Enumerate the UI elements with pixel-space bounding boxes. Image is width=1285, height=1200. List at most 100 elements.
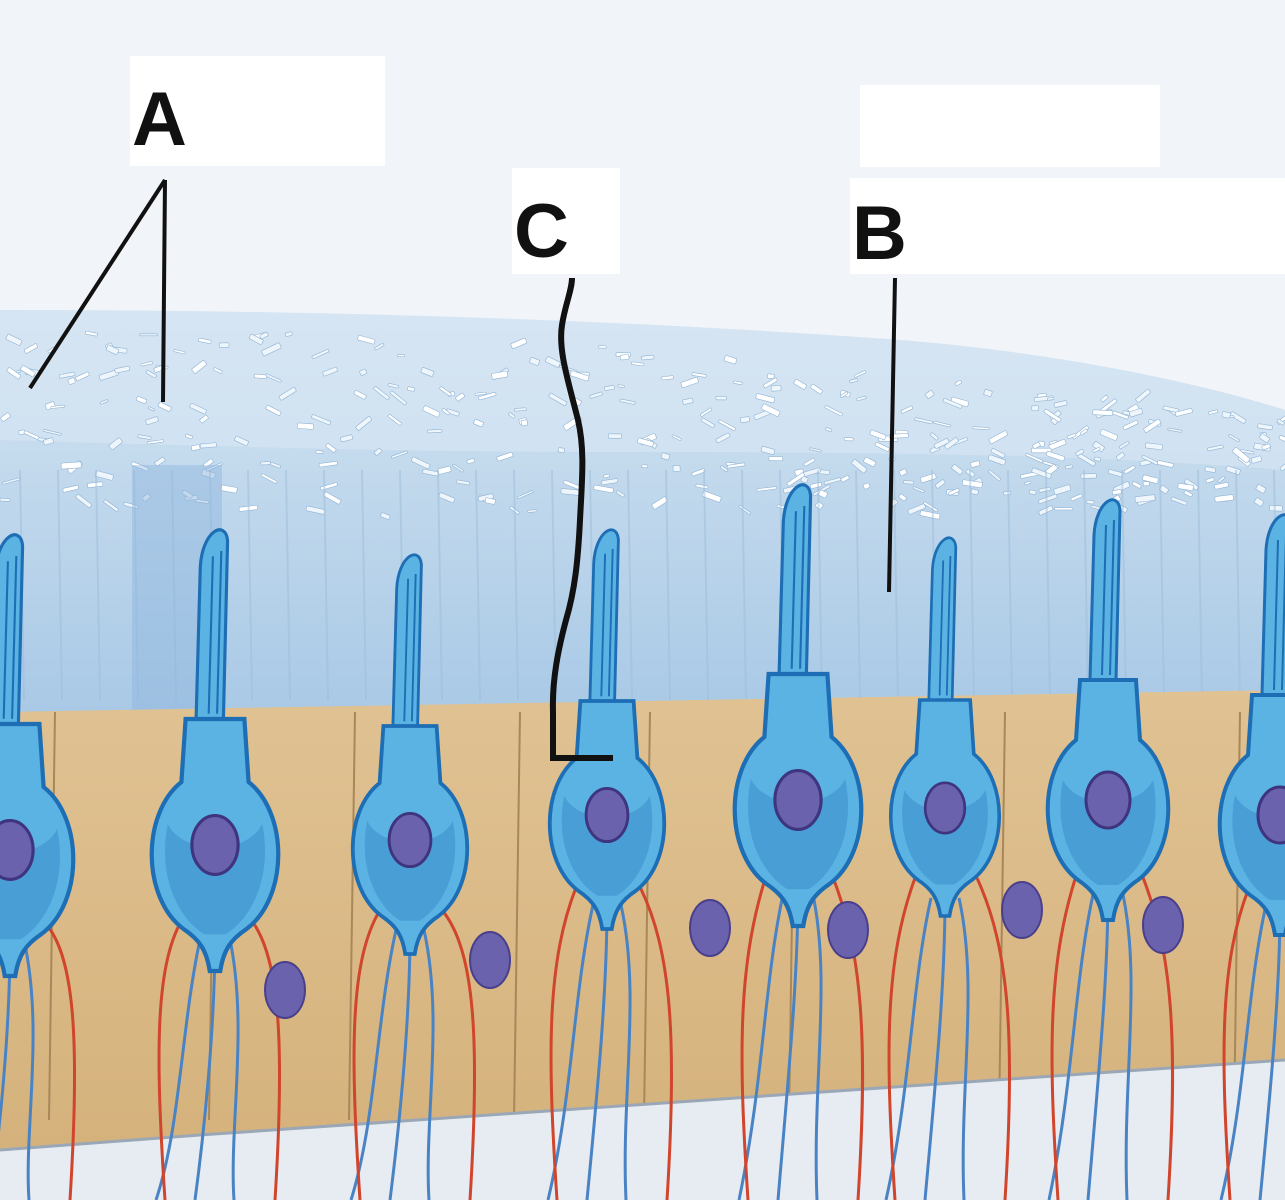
otoconium — [373, 386, 390, 400]
gel-layer-top-band — [0, 310, 1285, 470]
otoconium — [954, 379, 962, 386]
leader-line-b — [887, 277, 897, 593]
otoconium — [253, 373, 267, 380]
gel-streak — [627, 469, 633, 701]
stereocilium — [1101, 524, 1107, 676]
stereocilium — [2, 561, 9, 719]
otoconium — [903, 480, 915, 485]
otoconium — [1175, 408, 1193, 417]
otoconium — [1170, 496, 1188, 506]
label-b: B — [852, 191, 907, 276]
otoconium — [856, 395, 867, 402]
otoconium — [983, 389, 993, 397]
otoconium — [1217, 475, 1226, 483]
otoconium — [60, 461, 82, 470]
otoconium — [593, 484, 614, 494]
gel-streak — [1197, 469, 1203, 701]
otoconium — [359, 368, 368, 376]
otoconium — [1122, 420, 1139, 431]
leader-line-a-right — [161, 179, 167, 403]
stereocilium — [1273, 539, 1279, 691]
otoconium — [20, 365, 36, 378]
basement-membrane-edge — [0, 1058, 1285, 1152]
motor-nerve-fiber — [884, 897, 933, 1200]
otoconium — [1053, 484, 1072, 496]
otoconium — [355, 416, 372, 431]
otoconium — [869, 429, 887, 441]
otoconium — [1214, 482, 1229, 490]
otoconium — [260, 473, 278, 484]
otoconium — [1253, 497, 1265, 507]
otoconium — [1032, 441, 1041, 450]
otoconium — [1142, 474, 1159, 484]
kinocilium — [607, 548, 614, 697]
supporting-cell-nucleus — [469, 931, 511, 989]
sensory-nerve-fiber — [549, 884, 579, 1200]
otoconia-crystals — [0, 330, 1285, 520]
gel-streak — [247, 469, 253, 701]
otoconium — [181, 489, 193, 499]
otoconium — [427, 428, 443, 434]
hair-cell — [1045, 498, 1171, 922]
otoconium — [934, 479, 946, 489]
gel-streak — [323, 469, 329, 701]
kinocilium — [945, 555, 952, 696]
otoconium — [261, 342, 282, 357]
gel-streak — [1083, 469, 1089, 701]
otoconium — [1204, 466, 1216, 473]
otoconium — [205, 462, 223, 472]
hair-cell-cup — [561, 796, 653, 896]
otoconium — [131, 461, 149, 472]
gel-streak — [361, 469, 367, 701]
otoconium — [248, 333, 264, 345]
gel-streak — [665, 469, 671, 701]
kinocilium — [216, 550, 223, 714]
hair-cell-nucleus — [584, 786, 630, 844]
motor-nerve-fiber — [1047, 889, 1096, 1200]
kinocilium — [410, 573, 417, 722]
otoconium — [951, 464, 964, 475]
otoconium — [874, 441, 890, 452]
supporting-cell-nucleus — [689, 899, 731, 957]
gel-streak — [855, 469, 861, 701]
otoconium — [199, 442, 217, 449]
kinocilium — [799, 505, 806, 669]
otoconium — [85, 330, 98, 337]
otoconium — [145, 370, 157, 379]
otoconium — [62, 484, 79, 493]
otoconium — [23, 343, 38, 354]
otoconium — [924, 389, 935, 399]
otoconium — [1132, 481, 1142, 489]
otoconium — [311, 414, 332, 426]
otoconium — [1162, 405, 1179, 413]
otoconium — [719, 465, 729, 472]
otoconium — [259, 331, 269, 340]
kinocilium — [1109, 519, 1115, 676]
otoconium — [740, 416, 750, 423]
otoconium — [1228, 434, 1240, 443]
supporting-cell-nucleus — [1001, 881, 1043, 939]
label-box-c — [512, 168, 620, 274]
otoconium — [1208, 409, 1219, 415]
otoconium — [761, 403, 781, 417]
otoconium — [912, 486, 925, 493]
sensory-nerve-fiber — [1050, 869, 1080, 1200]
otoconium — [520, 419, 528, 427]
gel-streak — [475, 469, 481, 701]
motor-nerve-fiber — [619, 904, 632, 1200]
gel-streak — [285, 469, 291, 701]
otoconium — [598, 345, 607, 349]
otoconium — [800, 475, 809, 484]
otoconium — [840, 391, 849, 398]
otoconium — [1036, 393, 1047, 398]
otoconium — [75, 371, 90, 382]
otoconium — [1031, 447, 1052, 454]
otoconium — [108, 437, 123, 451]
label-box-b — [850, 178, 1285, 274]
otoconium — [67, 377, 76, 385]
otoconium — [1075, 448, 1085, 457]
otoconium — [843, 437, 854, 442]
motor-nerve-fiber — [585, 904, 609, 1200]
otoconium — [452, 463, 465, 473]
